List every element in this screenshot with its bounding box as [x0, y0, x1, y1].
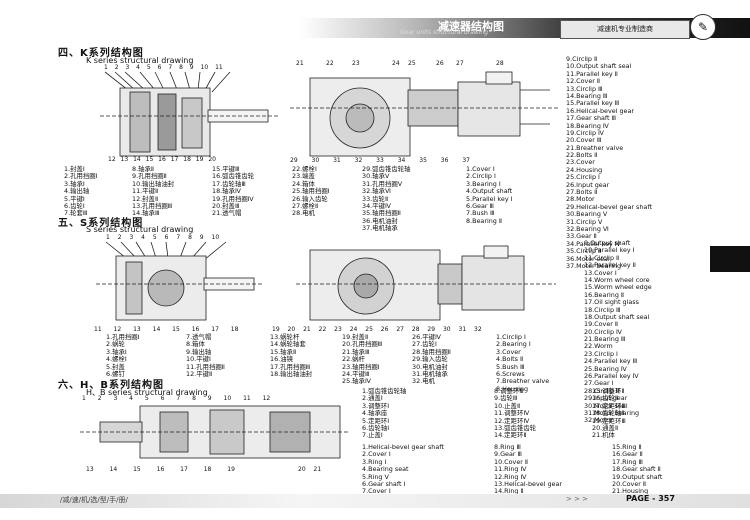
k-top-callouts: 1 2 3 4 5 6 7 8 9 10 11 [104, 64, 223, 71]
k-callout-22: 22 [326, 60, 334, 67]
page-number: PAGE - 357 [626, 494, 675, 503]
s-top-callouts: 1 2 3 4 5 6 7 8 9 10 [106, 234, 220, 241]
footer-arrows: > > > [566, 495, 589, 503]
hb-bottom-callouts: 13 14 15 16 17 18 19 [86, 466, 235, 473]
gear-outline-decoration [440, 2, 480, 19]
section-k-title: 四、K系列结构图 [58, 48, 144, 59]
s-section-drawing [96, 241, 264, 321]
footer-bar [0, 494, 750, 508]
s-bottom-callouts: 11 12 13 14 15 16 17 18 [94, 326, 239, 333]
s-mid-bottom-callouts: 19 20 21 22 23 24 25 26 27 28 29 30 31 3… [272, 326, 482, 333]
header-title: 减速器结构图 [438, 20, 504, 33]
side-tab-marker [710, 246, 750, 272]
k-callout-26: 26 [436, 60, 444, 67]
section-s-title: 五、S系列结构图 [58, 218, 144, 229]
section-hb-subtitle: H、B series structural drawing [86, 388, 208, 397]
pen-logo-icon: ✎ [690, 14, 716, 40]
k-callout-23: 23 [352, 60, 360, 67]
hb-top-callouts: 1 2 3 4 5 6 7 8 9 10 11 12 [82, 395, 271, 402]
section-s-subtitle: S series structural drawing [86, 225, 194, 234]
k-mid-bottom-callouts: 29 30 31 32 33 34 35 36 37 [290, 157, 470, 164]
s-motor-drawing [296, 245, 556, 321]
hb-section-drawing [80, 405, 348, 459]
k-bottom-callouts: 12 13 14 15 16 17 18 19 20 [108, 156, 216, 163]
k-callout-27: 27 [456, 60, 464, 67]
footer-manual-title: /减/速/机/选/型/手/册/ [60, 496, 128, 504]
k-section-drawing [100, 71, 278, 157]
section-hb-title: 六、H、B系列结构图 [58, 380, 164, 391]
k-callout-25: 25 [408, 60, 416, 67]
section-k-subtitle: K series structural drawing [86, 56, 194, 65]
header-subtitle: Gear units structural drawing [400, 29, 489, 36]
k-callout-28: 28 [496, 60, 504, 67]
page-header: 减速器结构图 Gear units structural drawing 减速机… [0, 0, 750, 40]
header-badge: 减速机专业制造商 [560, 20, 690, 39]
k-callout-24: 24 [392, 60, 400, 67]
hb-right-callouts: 20 21 [298, 466, 322, 473]
k-callout-21: 21 [296, 60, 304, 67]
k-motor-drawing [290, 71, 558, 157]
